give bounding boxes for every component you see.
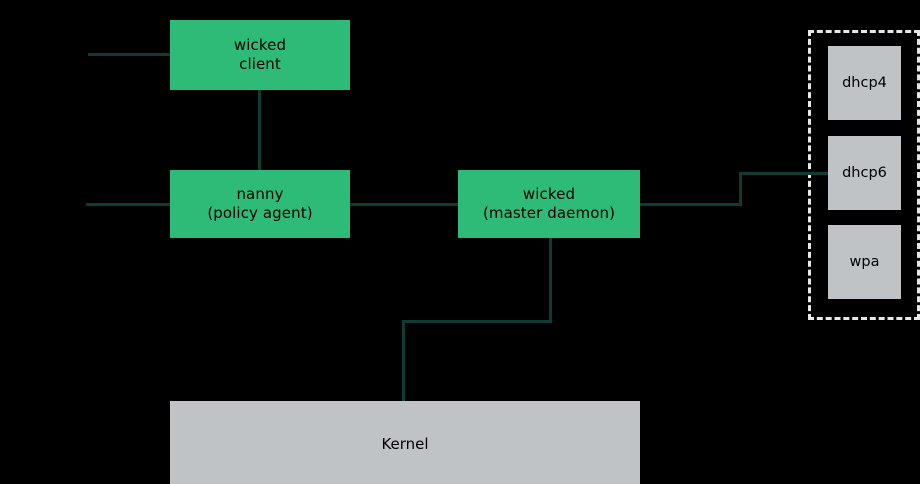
node-dhcp4-label: dhcp4	[842, 74, 887, 91]
node-wicked-client[interactable]: wicked client	[170, 20, 350, 90]
node-wicked-master-daemon-label: wicked (master daemon)	[483, 185, 615, 224]
node-wpa[interactable]: wpa	[828, 225, 901, 299]
node-nanny-label-line2: (policy agent)	[207, 204, 313, 222]
connector-external-to-nanny	[86, 203, 172, 206]
node-wicked-client-label: wicked client	[234, 36, 286, 75]
connector-external-to-wicked-client	[88, 53, 172, 56]
connector-nanny-to-wicked-master	[350, 203, 460, 206]
connector-master-to-kernel-seg3	[402, 320, 405, 403]
node-dhcp4[interactable]: dhcp4	[828, 46, 901, 120]
connector-master-to-supplicants-seg1	[640, 203, 742, 206]
node-wicked-master-label-line2: (master daemon)	[482, 204, 616, 222]
connector-master-to-kernel-seg1	[549, 238, 552, 323]
connector-master-to-kernel-seg2	[402, 320, 552, 323]
node-wpa-label: wpa	[849, 253, 880, 270]
connector-wicked-client-to-nanny	[258, 90, 261, 171]
supplicants-group-box	[808, 30, 920, 320]
node-kernel-label: Kernel	[381, 435, 429, 453]
node-wicked-master-daemon[interactable]: wicked (master daemon)	[458, 170, 640, 238]
node-wicked-client-label-line2: client	[239, 55, 281, 73]
node-wicked-client-label-line1: wicked	[233, 35, 287, 54]
connector-master-to-supplicants-seg2	[739, 172, 742, 206]
node-dhcp6[interactable]: dhcp6	[828, 136, 901, 210]
node-nanny-label-line1: nanny	[236, 184, 284, 203]
node-nanny-label: nanny (policy agent)	[207, 185, 312, 224]
node-kernel[interactable]: Kernel	[170, 401, 640, 484]
node-wicked-master-label-line1: wicked	[522, 184, 576, 203]
node-dhcp6-label: dhcp6	[842, 164, 887, 181]
connector-master-to-supplicants-seg3	[739, 172, 831, 175]
node-nanny[interactable]: nanny (policy agent)	[170, 170, 350, 238]
